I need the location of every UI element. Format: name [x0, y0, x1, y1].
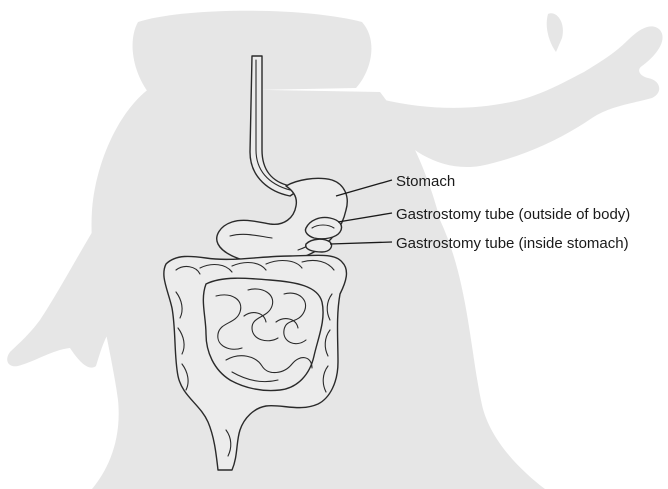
- gtube-inside-label: Gastrostomy tube (inside stomach): [396, 235, 629, 252]
- stomach-label: Stomach: [396, 173, 455, 190]
- small-intestine: [203, 278, 323, 390]
- gtube-outside-label: Gastrostomy tube (outside of body): [396, 206, 630, 223]
